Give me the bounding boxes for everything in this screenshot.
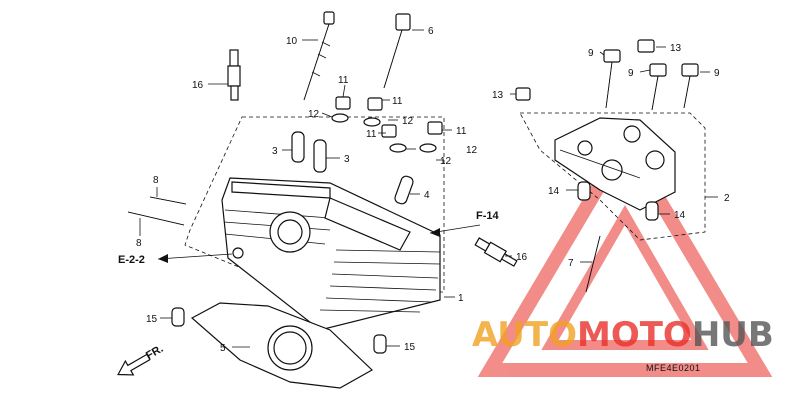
stud-part-7: [585, 235, 601, 293]
label-part-15-right: 15: [404, 342, 416, 353]
label-part-9-c: 9: [714, 68, 720, 79]
dowel-part-14-right: [645, 201, 659, 221]
front-arrow-icon: [117, 353, 151, 376]
front-label: FR.: [144, 343, 165, 362]
rocker-holder-part-2: [554, 117, 676, 211]
watermark-auto: AUTO: [472, 315, 577, 355]
label-part-15-left: 15: [146, 314, 158, 325]
collar-part-4: [394, 175, 414, 205]
nut-washer-group: [331, 96, 443, 153]
label-part-13-left: 13: [492, 90, 504, 101]
label-part-4: 4: [424, 190, 430, 201]
ref-label-f14: F-14: [476, 210, 500, 222]
label-part-16-right: 16: [516, 252, 528, 263]
label-part-14-left: 14: [548, 186, 560, 197]
label-part-6: 6: [428, 26, 434, 37]
label-part-11-d: 11: [456, 126, 467, 137]
ref-arrow-f14: [429, 224, 481, 237]
watermark-text: AUTOMOTOHUB: [472, 315, 774, 355]
label-part-12-a: 12: [308, 109, 320, 120]
label-part-7: 7: [568, 258, 574, 269]
label-part-3-b: 3: [344, 154, 350, 165]
ref-label-e22: E-2-2: [118, 254, 145, 266]
label-part-3-a: 3: [272, 146, 278, 157]
label-part-1: 1: [458, 293, 464, 304]
stud-bolts-part-8: [127, 196, 187, 226]
watermark-moto: MOTO: [577, 315, 692, 355]
bolt-part-6: [383, 13, 411, 89]
nut-part-13-left: [515, 87, 531, 101]
label-part-9-b: 9: [628, 68, 634, 79]
label-part-11-b: 11: [392, 96, 403, 107]
dowel-part-15-left: [171, 307, 185, 327]
label-part-11-c: 11: [366, 129, 377, 140]
spark-plug-part-16-top: [227, 49, 241, 101]
dowel-part-15-right: [373, 334, 387, 354]
dowel-pins-part-3: [291, 131, 327, 173]
nut-part-13-top: [637, 39, 655, 53]
label-part-9-a: 9: [588, 48, 594, 59]
bolt-part-10: [303, 11, 335, 101]
diagram-code: MFE4E0201: [646, 363, 701, 373]
watermark-triangle-logo: [477, 128, 773, 377]
ref-arrow-e22: [157, 253, 233, 263]
label-part-12-b: 12: [402, 116, 414, 127]
label-part-10: 10: [286, 36, 298, 47]
dowel-part-14-left: [577, 181, 591, 201]
spark-plug-part-16-right: [474, 237, 518, 267]
label-part-12-c: 12: [466, 145, 478, 156]
gasket-part-5: [190, 302, 374, 389]
watermark-hub: HUB: [692, 315, 774, 355]
cylinder-head-part-1: [221, 177, 441, 331]
label-part-12-d: 12: [440, 156, 452, 167]
label-part-11-a: 11: [338, 75, 349, 86]
label-part-8-a: 8: [153, 175, 159, 186]
label-part-16-top: 16: [192, 80, 204, 91]
label-part-5: 5: [220, 343, 226, 354]
leader-lines: [139, 29, 718, 348]
label-part-8-b: 8: [136, 238, 142, 249]
label-part-14-right: 14: [674, 210, 686, 221]
bolts-part-9: [603, 49, 699, 111]
label-part-2: 2: [724, 193, 730, 204]
label-part-13-top: 13: [670, 43, 682, 54]
